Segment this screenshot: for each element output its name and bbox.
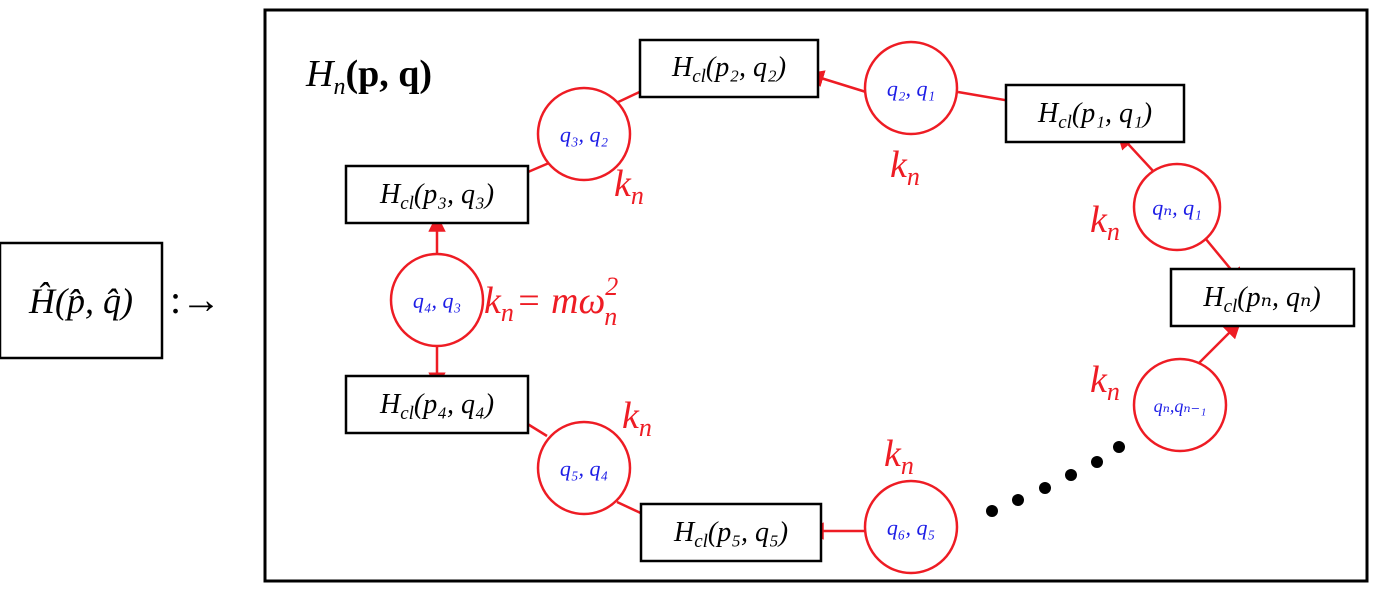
classical-box-b1: Hcl(p₁, q₁) bbox=[1004, 83, 1186, 144]
quantum-hamiltonian-label: Ĥ(p̂, q̂) bbox=[28, 281, 133, 321]
coupling-node-c54: q₅, q₄ bbox=[536, 420, 632, 516]
spring-label: kn bbox=[1090, 199, 1120, 246]
coupling-circle bbox=[863, 40, 959, 136]
frame-title: Hn(p, q) bbox=[305, 53, 432, 100]
coupling-node-cnn1: qₙ,qₙ₋₁ bbox=[1132, 357, 1228, 453]
classical-box-b2: Hcl(p₂, q₂) bbox=[638, 38, 820, 99]
coupling-node-c32: q₃, q₂ bbox=[536, 86, 632, 182]
coupling-circle bbox=[536, 86, 632, 182]
ellipsis-dot bbox=[986, 505, 998, 517]
coupling-label: qₙ,qₙ₋₁ bbox=[1154, 396, 1207, 416]
classical-box-frame bbox=[638, 38, 820, 99]
spring-labels: kn kn kn kn kn kn bbox=[614, 144, 1120, 480]
spring-label: kn bbox=[884, 433, 914, 480]
coupling-label: q₅, q₄ bbox=[560, 456, 608, 481]
spring-label: kn bbox=[890, 144, 920, 191]
classical-box-frame bbox=[639, 502, 823, 563]
classical-box-frame bbox=[344, 164, 530, 225]
classical-box-label: Hcl(p₄, q₄) bbox=[379, 389, 494, 424]
coupling-label: q₄, q₃ bbox=[413, 288, 461, 313]
classical-box-frame bbox=[1004, 83, 1186, 144]
coupling-circle bbox=[389, 252, 485, 348]
arrow-cnn1-bn bbox=[1197, 320, 1242, 365]
coupling-node-c65: q₆, q₅ bbox=[863, 479, 959, 575]
spring-label: kn bbox=[1090, 359, 1120, 406]
classical-box-label: Hcl(p₂, q₂) bbox=[671, 52, 786, 87]
spring-label: kn bbox=[614, 163, 644, 210]
ellipsis-dots bbox=[986, 441, 1125, 517]
frame-title-args: (p, q) bbox=[345, 53, 432, 95]
ellipsis-dot bbox=[1039, 482, 1051, 494]
coupling-circle bbox=[1132, 162, 1222, 252]
frame-title-base: H bbox=[305, 53, 336, 95]
classical-box-b5: Hcl(p₅, q₅) bbox=[639, 502, 823, 563]
maps-to-operator: :→ bbox=[170, 277, 221, 322]
coupling-label: q₆, q₅ bbox=[887, 515, 935, 540]
classical-box-label: Hcl(pₙ, qₙ) bbox=[1202, 282, 1320, 317]
classical-box-b4: Hcl(p₄, q₄) bbox=[344, 374, 530, 435]
ellipsis-dot bbox=[1091, 456, 1103, 468]
classical-box-label: Hcl(p₅, q₅) bbox=[673, 517, 788, 552]
coupling-label: q₃, q₂ bbox=[560, 122, 609, 147]
ellipsis-dot bbox=[1065, 469, 1077, 481]
classical-box-label: Hcl(p₁, q₁) bbox=[1037, 98, 1152, 133]
coupling-node-c43: q₄, q₃ bbox=[389, 252, 485, 348]
coupling-node-cn1: qₙ, q₁ bbox=[1132, 162, 1222, 252]
ellipsis-dot bbox=[1113, 441, 1125, 453]
coupling-circle bbox=[863, 479, 959, 575]
classical-box-bn: Hcl(pₙ, qₙ) bbox=[1169, 267, 1356, 328]
coupling-label: qₙ, q₁ bbox=[1152, 195, 1202, 220]
quantum-hamiltonian: Ĥ(p̂, q̂) bbox=[0, 241, 164, 360]
coupling-circle bbox=[536, 420, 632, 516]
classical-box-frame bbox=[344, 374, 530, 435]
classical-box-label: Hcl(p₃, q₃) bbox=[379, 179, 494, 214]
spring-label: kn bbox=[622, 395, 652, 442]
frame-title-sub: n bbox=[333, 74, 345, 100]
coupling-circle bbox=[1132, 357, 1228, 453]
ellipsis-dot bbox=[1012, 494, 1024, 506]
quantum-hamiltonian-box bbox=[0, 241, 164, 360]
classical-box-frame bbox=[1169, 267, 1356, 328]
coupling-label: q₂, q₁ bbox=[887, 76, 935, 101]
classical-frame bbox=[263, 8, 1369, 583]
coupling-node-c21: q₂, q₁ bbox=[863, 40, 959, 136]
classical-box-b3: Hcl(p₃, q₃) bbox=[344, 164, 530, 225]
